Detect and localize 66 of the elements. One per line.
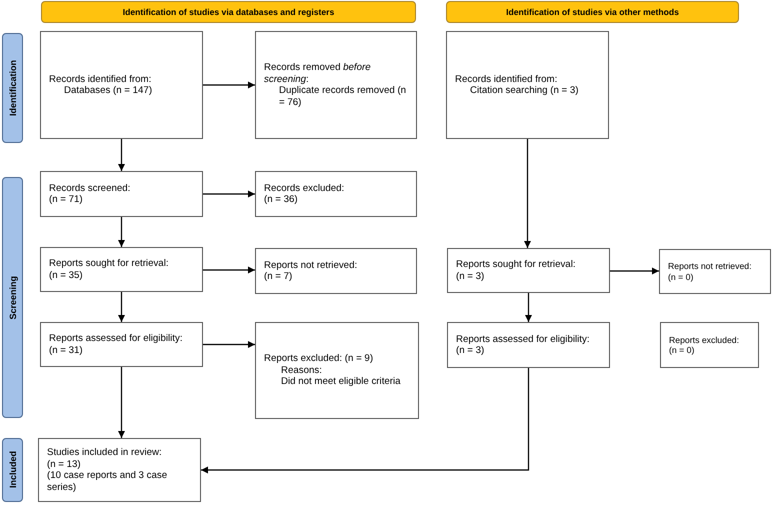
step-detail: (n = 71) — [49, 194, 84, 206]
arrow — [525, 293, 532, 322]
arrow — [118, 139, 125, 171]
step-detail: Duplicate records removed (n = 76) — [279, 85, 408, 108]
step-detail: (n = 7) — [264, 271, 294, 282]
process-box — [40, 171, 203, 217]
step-detail: Citation searching (n = 3) — [470, 85, 580, 96]
arrow — [201, 368, 530, 474]
step-title: Reports excluded: (n = 9) — [264, 353, 374, 365]
process-box — [40, 247, 203, 292]
step-title: Reports assessed for eligibility: — [49, 333, 184, 344]
stage-bar — [2, 438, 23, 502]
process-box — [38, 438, 201, 502]
arrow — [118, 292, 125, 322]
step-title: Reports sought for retrieval: — [49, 258, 170, 270]
step-detail: (10 case reports and 3 case series) — [47, 470, 168, 493]
section-header-bar — [446, 1, 739, 23]
arrow — [203, 82, 255, 88]
arrow — [203, 341, 255, 348]
step-detail: (n = 0) — [668, 272, 694, 282]
step-title: Reports not retrieved: — [668, 261, 753, 272]
process-box — [40, 322, 203, 367]
stage-label: Screening — [8, 276, 18, 320]
arrow — [118, 367, 125, 438]
arrow — [203, 266, 255, 274]
stage-bar — [2, 177, 23, 418]
process-box — [447, 248, 610, 293]
step-title: Records excluded: — [264, 182, 346, 194]
process-box — [255, 171, 417, 217]
step-title: Records identified from: — [49, 74, 152, 85]
process-box — [255, 248, 417, 294]
section-header-bar — [41, 1, 416, 23]
step-title: Reports excluded: — [669, 334, 740, 345]
step-detail: (n = 3) — [456, 345, 486, 356]
stage-bar — [2, 33, 23, 143]
step-title: Reports assessed for eligibility: — [456, 334, 591, 345]
step-title: Records removed before screening: — [264, 62, 372, 85]
step-detail: (n = 13) — [47, 458, 82, 470]
step-title: Reports not retrieved: — [264, 260, 358, 271]
section-heading: Identification of studies via other methods — [506, 7, 679, 17]
step-title: Records identified from: — [455, 74, 558, 85]
process-box — [255, 322, 419, 419]
step-detail: Databases (n = 147) — [64, 85, 154, 96]
step-detail: Reasons: — [281, 364, 323, 376]
process-box — [446, 31, 609, 139]
step-detail: Did not meet eligible criteria — [281, 376, 402, 388]
process-box — [255, 31, 417, 139]
step-detail: (n = 35) — [49, 270, 84, 281]
step-detail: (n = 36) — [264, 194, 299, 206]
step-detail: (n = 3) — [456, 270, 486, 282]
process-box — [659, 249, 771, 294]
step-title: Records screened: — [49, 182, 132, 194]
stage-label: Included — [8, 451, 18, 488]
step-title: Studies included in review: — [47, 447, 163, 458]
arrow — [203, 190, 255, 198]
step-detail: (n = 31) — [49, 344, 84, 356]
step-detail: (n = 0) — [669, 345, 696, 356]
section-heading: Identification of studies via databases and registers — [122, 7, 334, 17]
process-box — [660, 322, 759, 368]
arrow — [610, 268, 659, 274]
step-title: Reports sought for retrieval: — [456, 259, 577, 270]
stage-label: Identification — [8, 60, 18, 116]
process-box — [447, 322, 610, 368]
arrow — [524, 139, 531, 248]
arrow — [118, 217, 125, 247]
process-box — [40, 31, 203, 139]
